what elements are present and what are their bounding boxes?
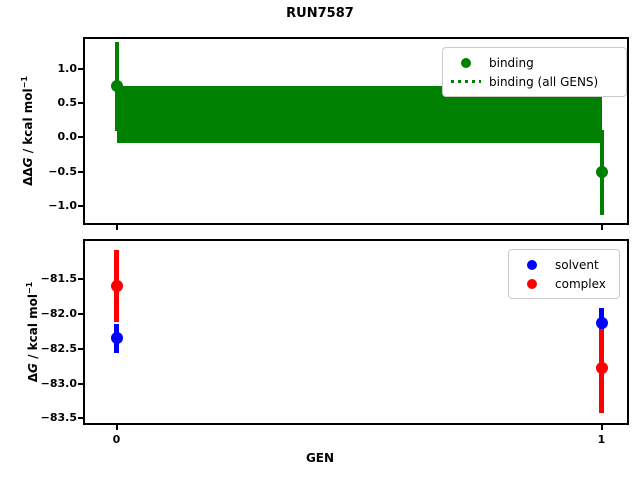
axes-top-ddg: binding binding (all GENS) 1.0 0.5 0.0 −0.5… [48, 37, 629, 230]
y-tick-mark [78, 313, 83, 316]
legend-item-complex: complex [517, 274, 611, 293]
y-tick-label: −81.5 [40, 272, 77, 286]
marker-binding-gen1 [595, 166, 608, 179]
complex-dot-icon [527, 278, 537, 289]
axes-bottom-dg: solvent complex −81.5 −82.0 −82.5 −83.0 −83.… [41, 239, 629, 446]
ylabel-bottom-dg: ΔG / kcal mol−1 [25, 237, 41, 427]
ylabel-superscript: −1 [20, 76, 29, 89]
ylabel-delta: ΔΔ [21, 167, 35, 186]
legend-label: complex [555, 276, 606, 291]
dotted-line-icon [451, 80, 481, 83]
legend-glyph [517, 259, 547, 270]
legend-bottom: solvent complex [508, 249, 620, 299]
y-tick-mark [78, 347, 83, 350]
marker-binding-gen0 [110, 80, 123, 93]
y-tick-mark [78, 101, 83, 104]
legend-glyph [451, 80, 481, 83]
legend-item-binding: binding [451, 53, 618, 72]
y-tick-label: −1.0 [48, 199, 77, 212]
y-tick-label: −82.5 [40, 341, 77, 355]
ylabel-superscript: −1 [25, 281, 34, 295]
y-tick-mark [78, 170, 83, 173]
x-tick-label: 0 [112, 433, 121, 446]
legend-glyph [517, 278, 547, 289]
y-tick-mark [78, 278, 83, 281]
y-tick-mark [78, 136, 83, 139]
y-tick-mark [78, 417, 83, 420]
legend-item-binding-all-gens: binding (all GENS) [451, 72, 618, 91]
marker-complex-gen0 [110, 279, 123, 292]
y-tick-label: −82.0 [40, 307, 77, 321]
x-tick-mark [115, 425, 118, 430]
ylabel-g: G [26, 363, 40, 373]
legend-label: binding (all GENS) [489, 74, 599, 89]
solvent-dot-icon [527, 259, 537, 270]
marker-solvent-gen0 [110, 332, 123, 345]
figure-title: RUN7587 [286, 6, 354, 21]
y-tick-label: 0.5 [57, 95, 78, 109]
y-tick-mark [78, 382, 83, 385]
legend-label: solvent [555, 257, 599, 272]
y-tick-label: −83.0 [40, 376, 77, 390]
x-tick-label: 1 [597, 433, 606, 446]
legend-label: binding [489, 55, 534, 70]
ylabel-delta: Δ [26, 372, 40, 383]
legend-item-solvent: solvent [517, 255, 611, 274]
y-tick-mark [78, 67, 83, 70]
ylabel-units: / kcal mol [21, 88, 35, 158]
xlabel-gen: GEN [305, 451, 335, 465]
x-tick-mark [115, 225, 118, 230]
ylabel-top-ddg: ΔΔG / kcal mol−1 [20, 36, 36, 226]
binding-dot-icon [461, 57, 471, 68]
legend-glyph [451, 57, 481, 68]
marker-complex-gen1 [595, 361, 608, 374]
y-tick-label: 0.0 [57, 130, 78, 144]
x-tick-mark [600, 425, 603, 430]
y-tick-label: 1.0 [57, 61, 78, 75]
y-tick-label: −0.5 [48, 164, 77, 178]
y-tick-label: −83.5 [40, 411, 77, 425]
legend-top: binding binding (all GENS) [442, 47, 627, 97]
marker-solvent-gen1 [595, 317, 608, 330]
ylabel-units: / kcal mol [26, 294, 40, 364]
y-tick-mark [78, 205, 83, 207]
x-tick-mark [600, 225, 603, 230]
ylabel-g: G [21, 157, 35, 168]
